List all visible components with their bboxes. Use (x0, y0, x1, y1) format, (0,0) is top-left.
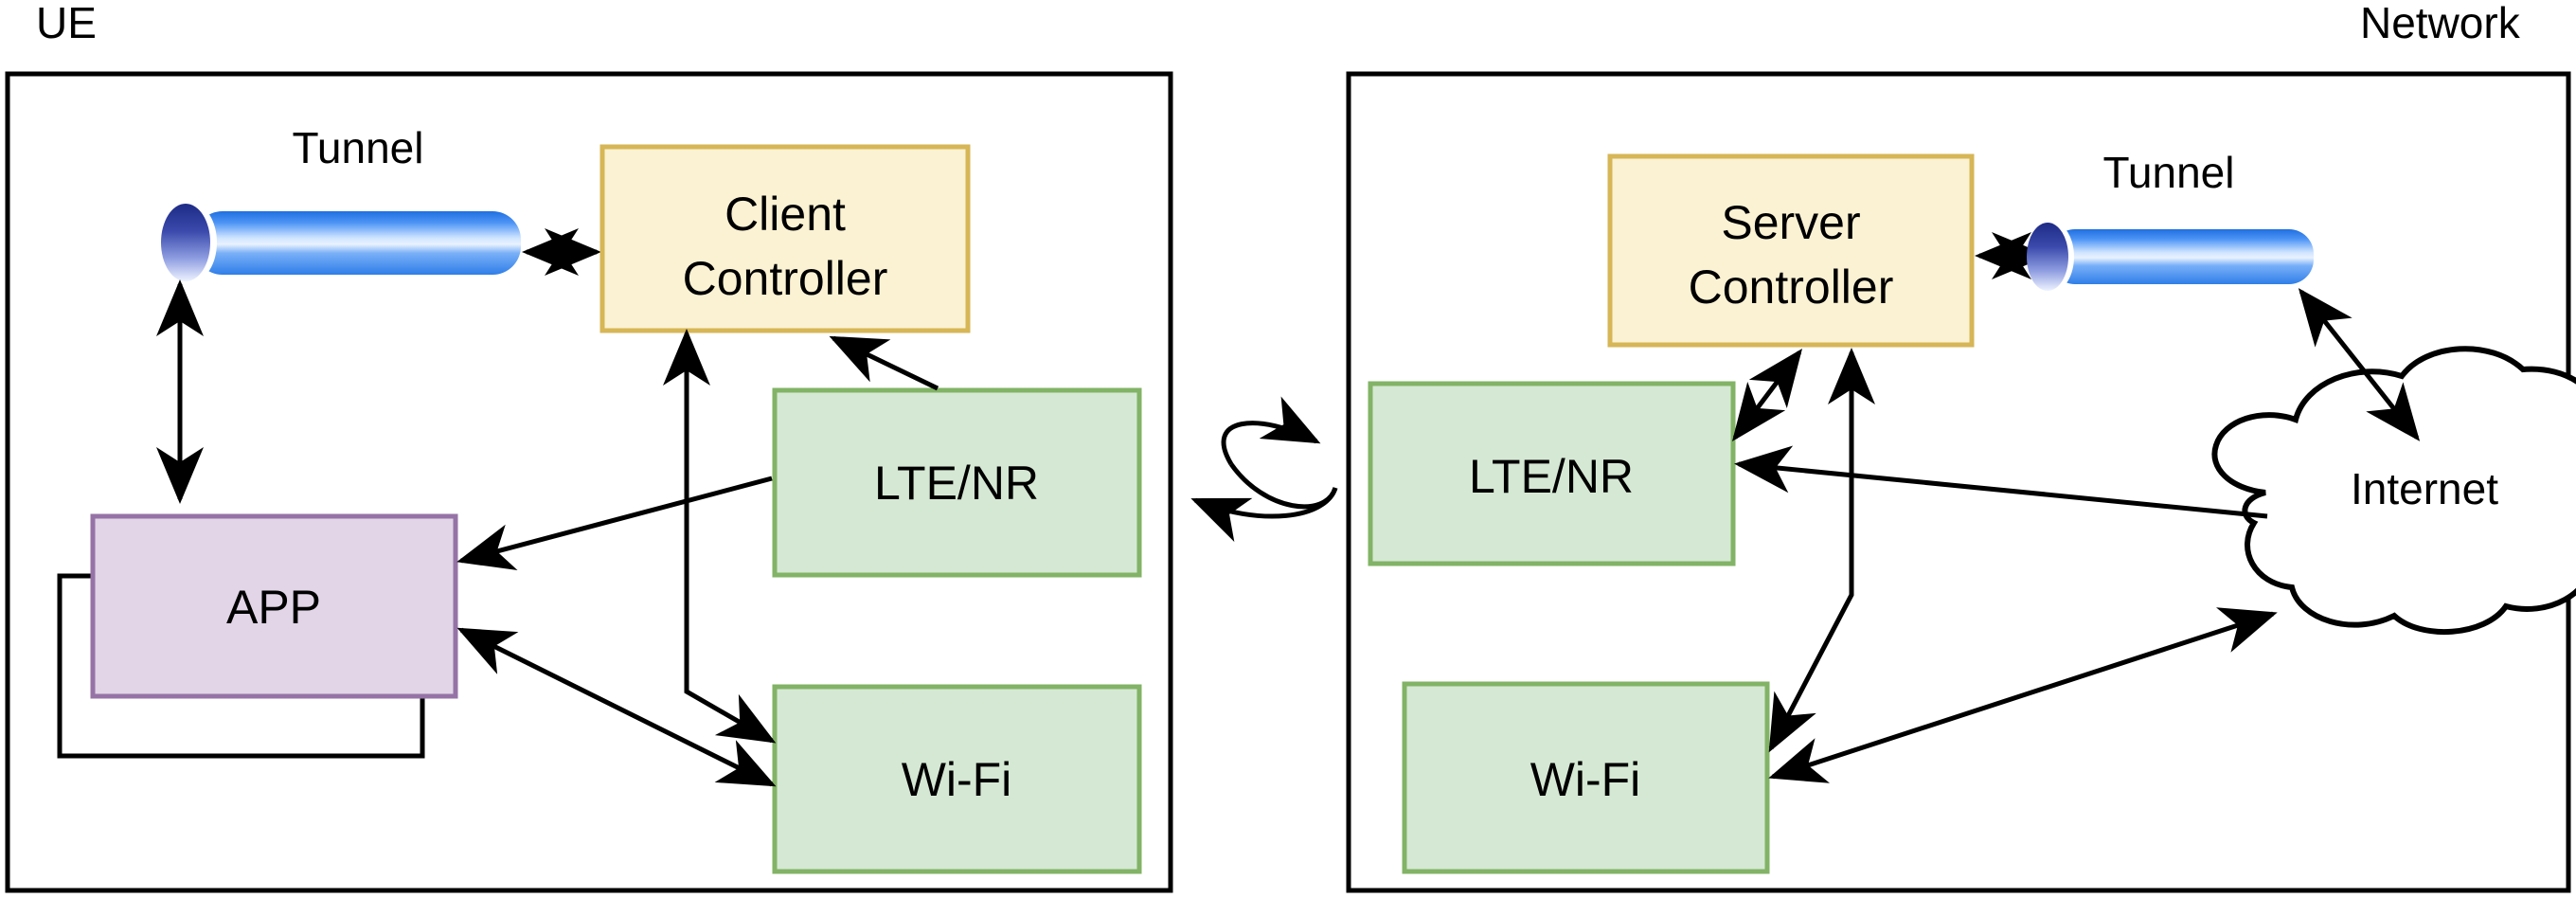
edge-server-controller-network-wifi (1768, 348, 1875, 753)
edge-internet-network-wifi (1768, 607, 2278, 783)
ue-panel-title: UE (36, 0, 97, 47)
ue-panel-border (5, 71, 1173, 893)
ue-lte-nr-box[interactable] (772, 387, 1142, 578)
node-ue-wifi[interactable]: Wi-Fi (772, 684, 1142, 874)
node-internet-cloud[interactable]: Internet (2211, 346, 2576, 636)
ue-wifi-box[interactable] (772, 684, 1142, 874)
client-controller-label-line1: Client (724, 188, 846, 241)
internet-label: Internet (2351, 464, 2498, 513)
inter-panel-wireless-link (1190, 396, 1338, 543)
server-controller-label-line1: Server (1721, 196, 1860, 249)
ue-tunnel-cylinder (161, 204, 521, 281)
app-label: APP (226, 581, 321, 634)
inter-panel-link-lower (1190, 487, 1338, 543)
ue-tunnel-body (194, 211, 521, 275)
client-controller-box[interactable] (599, 144, 971, 333)
client-controller-label-line2: Controller (683, 252, 888, 305)
network-panel-title: Network (2360, 0, 2521, 47)
node-client-controller[interactable]: Client Controller (599, 144, 971, 333)
network-lte-nr-box[interactable] (1368, 381, 1736, 566)
edge-client-controller-ue-wifi (663, 329, 777, 744)
edge-client-controller-ue-lte-nr (829, 335, 939, 391)
network-wifi-box[interactable] (1402, 681, 1770, 874)
network-tunnel-cap (2027, 223, 2068, 291)
network-lte-nr-label: LTE/NR (1469, 450, 1634, 503)
app-box[interactable] (90, 513, 458, 699)
node-network-lte-nr[interactable]: LTE/NR (1368, 381, 1736, 566)
ue-tunnel-cap (161, 204, 210, 281)
network-tunnel-cylinder (2027, 223, 2314, 291)
edge-app-ue-wifi (456, 627, 777, 787)
inter-panel-link-upper (1221, 396, 1321, 466)
edge-network-tunnel-internet (2298, 288, 2421, 441)
node-ue-lte-nr[interactable]: LTE/NR (772, 387, 1142, 578)
ue-lte-nr-label: LTE/NR (874, 457, 1039, 510)
server-controller-label-line2: Controller (1689, 260, 1894, 314)
edge-server-controller-network-lte-nr (1731, 349, 1803, 441)
node-app[interactable]: APP (90, 513, 458, 699)
ue-wifi-label: Wi-Fi (902, 753, 1012, 806)
node-network-wifi[interactable]: Wi-Fi (1402, 681, 1770, 874)
ue-tunnel-label: Tunnel (293, 123, 424, 172)
ue-panel-group: UE (5, 0, 1173, 893)
network-tunnel-body (2050, 229, 2314, 284)
edge-internet-network-lte-nr (1734, 445, 2268, 519)
edge-ue-lte-nr-app (456, 476, 773, 571)
node-server-controller[interactable]: Server Controller (1607, 153, 1975, 348)
server-controller-box[interactable] (1607, 153, 1975, 348)
network-wifi-label: Wi-Fi (1530, 753, 1641, 806)
network-tunnel-label: Tunnel (2103, 148, 2235, 197)
inter-panel-link-curve-right (1228, 462, 1338, 510)
